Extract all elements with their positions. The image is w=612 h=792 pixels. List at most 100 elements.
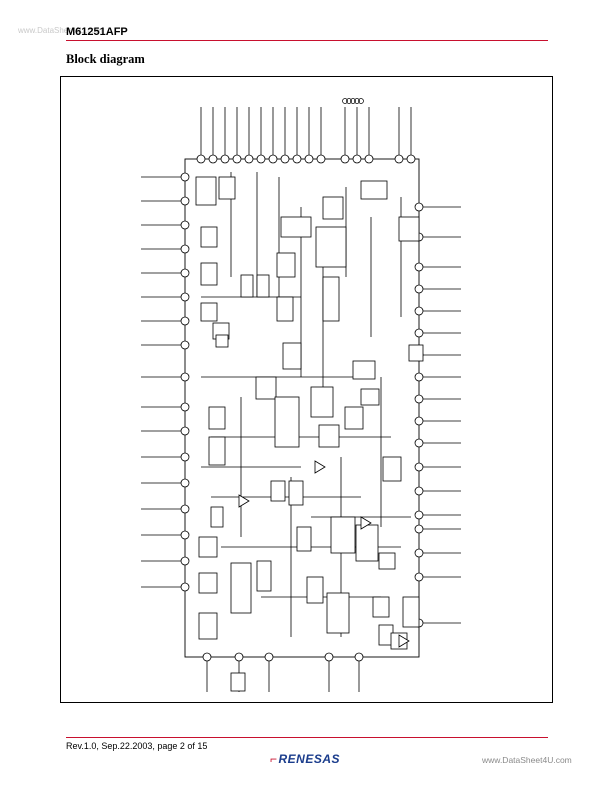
function-block: [280, 216, 312, 238]
header-rule: [66, 40, 548, 41]
pin-circle: [202, 652, 212, 662]
pin-circle: [180, 402, 190, 412]
function-block: [330, 516, 356, 554]
pin-circle: [414, 438, 424, 448]
function-block: [306, 576, 324, 604]
coil-symbol: [354, 98, 360, 104]
function-block: [215, 334, 229, 348]
function-block: [200, 302, 218, 322]
function-block: [310, 386, 334, 418]
pin-circle: [414, 202, 424, 212]
pin-circle: [180, 244, 190, 254]
function-block: [200, 262, 218, 286]
pin-circle: [180, 372, 190, 382]
function-block: [402, 596, 420, 628]
section-title: Block diagram: [66, 52, 145, 66]
pin-circle: [180, 292, 190, 302]
function-block: [360, 388, 380, 406]
pin-circle: [264, 652, 274, 662]
function-block: [218, 176, 236, 200]
function-block: [274, 396, 300, 448]
function-block: [326, 592, 350, 634]
pin-circle: [180, 268, 190, 278]
pin-circle: [364, 154, 374, 164]
pin-circle: [180, 530, 190, 540]
pin-circle: [180, 452, 190, 462]
pin-circle: [220, 154, 230, 164]
pin-circle: [292, 154, 302, 164]
function-block: [208, 436, 226, 466]
function-block: [355, 524, 379, 562]
function-block: [296, 526, 312, 552]
function-block: [256, 560, 272, 592]
function-block: [198, 536, 218, 558]
pin-circle: [414, 510, 424, 520]
pin-circle: [304, 154, 314, 164]
pin-circle: [234, 652, 244, 662]
function-block: [344, 406, 364, 430]
function-block: [408, 344, 424, 362]
function-block: [240, 274, 254, 298]
pin-circle: [352, 154, 362, 164]
pin-circle: [256, 154, 266, 164]
function-block: [322, 276, 340, 322]
pin-circle: [280, 154, 290, 164]
pin-circle: [414, 284, 424, 294]
pin-circle: [414, 462, 424, 472]
footer-watermark: www.DataSheet4U.com: [482, 755, 572, 765]
coil-symbol: [350, 98, 356, 104]
pin-circle: [208, 154, 218, 164]
function-block: [282, 342, 302, 370]
pin-circle: [180, 582, 190, 592]
function-block: [352, 360, 376, 380]
function-block: [208, 406, 226, 430]
revision-text: Rev.1.0, Sep.22.2003, page 2 of 15: [66, 741, 208, 751]
pin-circle: [180, 556, 190, 566]
amplifier-symbol: [238, 494, 250, 508]
pin-circle: [414, 486, 424, 496]
pin-circle: [406, 154, 416, 164]
function-block: [288, 480, 304, 506]
pin-circle: [394, 154, 404, 164]
function-block: [318, 424, 340, 448]
function-block: [378, 552, 396, 570]
pin-circle: [180, 340, 190, 350]
footer-rule: [66, 737, 548, 738]
pin-circle: [414, 328, 424, 338]
pin-circle: [324, 652, 334, 662]
function-block: [230, 672, 246, 692]
logo-mark-icon: ⌐: [270, 752, 278, 766]
function-block: [276, 252, 296, 278]
pin-circle: [414, 416, 424, 426]
coil-symbol: [346, 98, 352, 104]
pin-circle: [414, 372, 424, 382]
function-block: [276, 296, 294, 322]
function-block: [315, 226, 347, 268]
function-block: [372, 596, 390, 618]
header-watermark: www.DataSheet4U.com: [18, 26, 103, 35]
pin-circle: [244, 154, 254, 164]
function-block: [210, 506, 224, 528]
pin-circle: [354, 652, 364, 662]
pin-circle: [414, 548, 424, 558]
function-block: [230, 562, 252, 614]
part-number: M61251AFP: [66, 26, 128, 38]
pin-circle: [180, 316, 190, 326]
function-block: [360, 180, 388, 200]
pin-circle: [180, 196, 190, 206]
pin-circle: [196, 154, 206, 164]
pin-circle: [414, 262, 424, 272]
function-block: [256, 274, 270, 298]
function-block: [398, 216, 420, 242]
pin-circle: [180, 478, 190, 488]
logo-text: RENESAS: [278, 752, 341, 766]
function-block: [255, 376, 277, 400]
pin-circle: [414, 306, 424, 316]
pin-circle: [180, 504, 190, 514]
block-diagram-frame: [60, 76, 553, 703]
pin-circle: [414, 394, 424, 404]
function-block: [200, 226, 218, 248]
pin-circle: [414, 572, 424, 582]
function-block: [198, 572, 218, 594]
pin-circle: [180, 172, 190, 182]
